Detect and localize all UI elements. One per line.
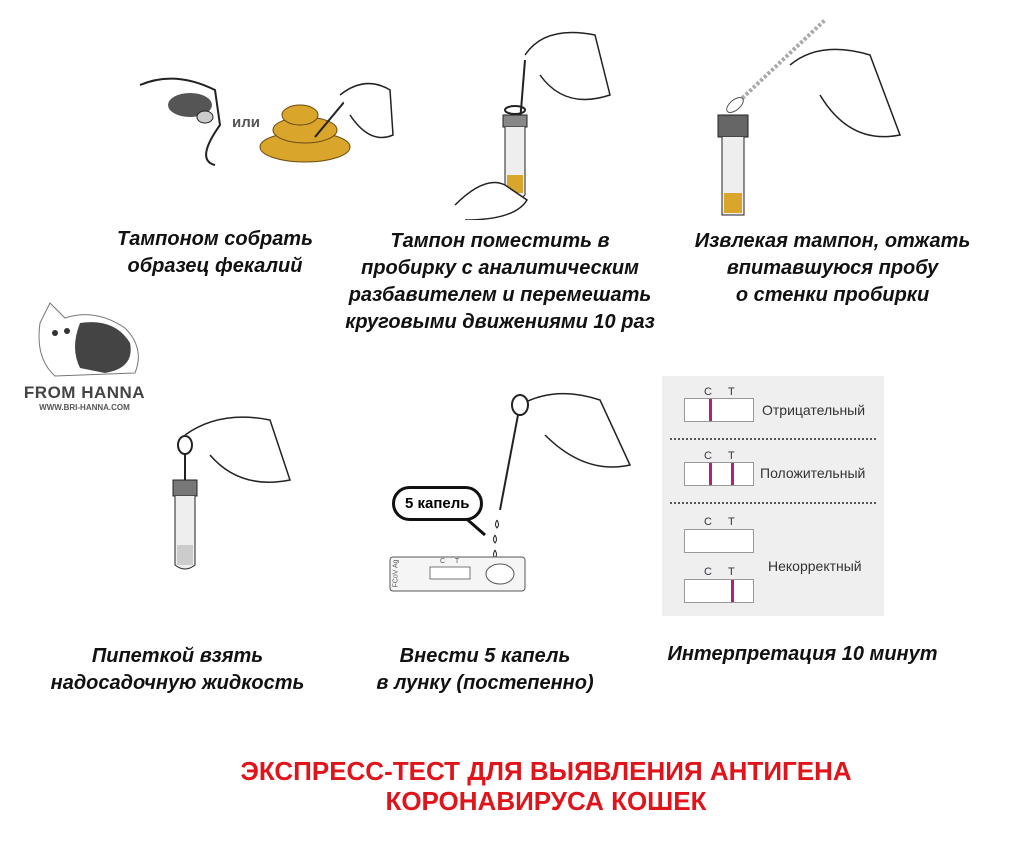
c-label: C: [704, 566, 712, 578]
strip-invalid-2: [684, 579, 754, 603]
step4-caption: Пипеткой взять надосадочную жидкость: [50, 645, 305, 694]
cat-logo-icon: [38, 302, 139, 377]
step2-caption: Тампон поместить в пробирку с аналитичес…: [345, 230, 655, 333]
strip-positive: [684, 462, 754, 486]
step3-caption: Извлекая тампон, отжать впитавшуюся проб…: [694, 230, 971, 306]
cassette-code-label: FCoV Ag: [392, 559, 400, 588]
c-label: C: [704, 450, 712, 462]
logo-name: FROM HANNA: [23, 383, 146, 402]
strip-negative: [684, 398, 754, 422]
divider: [670, 438, 876, 440]
cassette-ct-label: C T: [440, 558, 464, 565]
t-label: T: [728, 386, 735, 398]
interpretation-panel: C T Отрицательный C T Положительный C T …: [662, 376, 884, 616]
result-invalid: Некорректный: [768, 558, 862, 574]
t-label: T: [728, 516, 735, 528]
step1-caption: Тампоном собрать образец фекалий: [117, 228, 313, 277]
divider: [670, 502, 876, 504]
page-title: ЭКСПРЕСС-ТЕСТ ДЛЯ ВЫЯВЛЕНИЯ АНТИГЕНА КОР…: [240, 756, 852, 816]
step2-illustration: [454, 31, 611, 220]
result-positive: Положительный: [760, 465, 866, 481]
strip-invalid-1: [684, 529, 754, 553]
brand-logo: FROM HANNA WWW.BRI-HANNA.COM: [12, 298, 157, 412]
c-label: C: [704, 516, 712, 528]
step5-illustration: [389, 392, 632, 592]
c-label: C: [704, 386, 712, 398]
or-label: или: [232, 114, 260, 131]
result-negative: Отрицательный: [762, 402, 866, 418]
step5-caption: Внести 5 капель в лунку (постепенно): [376, 645, 594, 694]
logo-url: WWW.BRI-HANNA.COM: [39, 403, 130, 412]
step4-illustration: [172, 416, 291, 570]
step6-caption: Интерпретация 10 минут: [667, 643, 938, 665]
t-label: T: [728, 450, 735, 462]
step1-illustration: [139, 77, 394, 166]
drops-callout: 5 капель: [392, 486, 483, 521]
t-label: T: [728, 566, 735, 578]
step3-illustration: [717, 18, 902, 216]
